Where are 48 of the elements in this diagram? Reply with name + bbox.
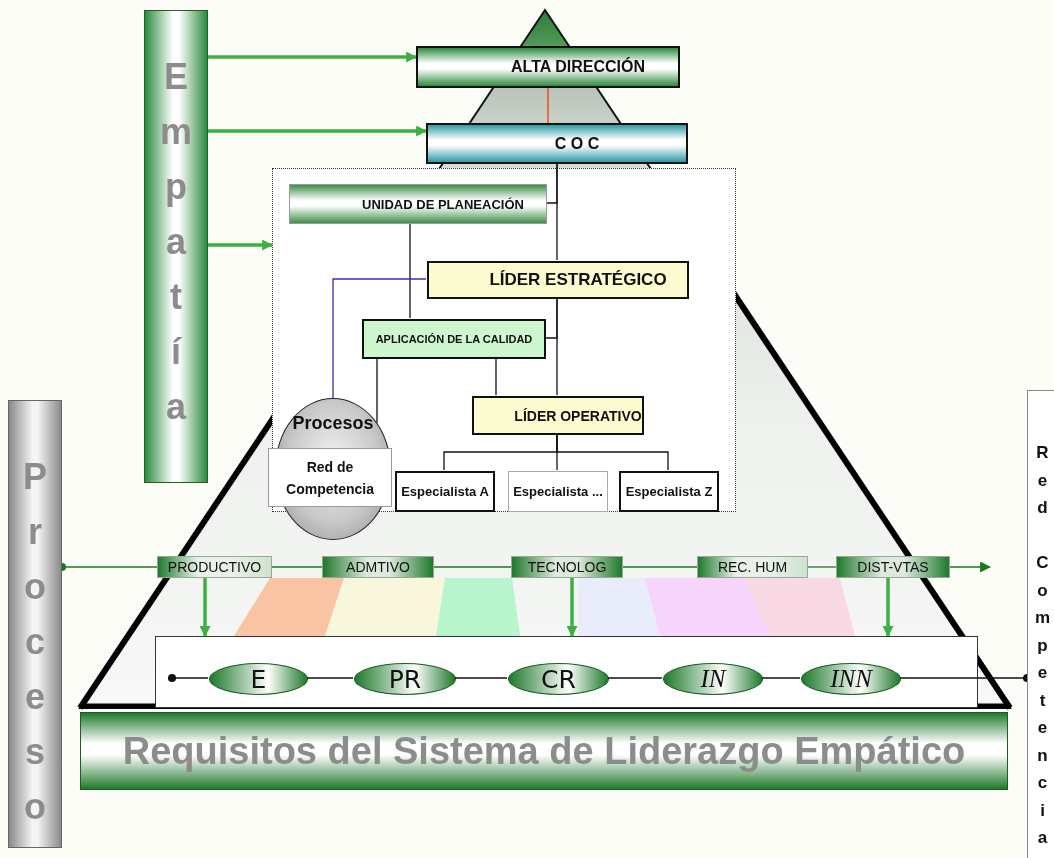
connector-line: [306, 677, 354, 679]
vertical-bar: Proceso: [8, 400, 62, 848]
stage-oval: PR: [354, 663, 456, 695]
panel: [272, 168, 736, 512]
leader-box: LÍDER OPERATIVO: [472, 396, 644, 435]
process-tag: REC. HUM: [697, 556, 808, 578]
arrow: [199, 578, 211, 638]
process-tag: TECNOLOG: [511, 556, 623, 578]
specialist-box: Especialista ...: [508, 471, 608, 512]
unit-box: UNIDAD DE PLANEACIÓN: [289, 184, 547, 224]
specialist-box: Especialista Z: [619, 471, 719, 512]
process-tag: ADMTIVO: [322, 556, 434, 578]
connector-line: [167, 673, 209, 683]
connector-line: [495, 357, 497, 396]
title-box: ALTA DIRECCIÓN: [416, 46, 680, 88]
stage-oval: INN: [801, 663, 901, 695]
arrow: [882, 578, 894, 638]
connector-line: [556, 297, 558, 396]
leader-box: LÍDER ESTRATÉGICO: [427, 261, 689, 299]
connector-line: [376, 357, 378, 424]
connector-line: [271, 566, 323, 568]
connector-line: [454, 677, 508, 679]
arrow: [208, 51, 418, 63]
connector-line: [433, 566, 512, 568]
connector-line: [332, 278, 427, 399]
arrow: [208, 239, 274, 251]
connector-line: [409, 222, 411, 319]
connector-line: [607, 677, 663, 679]
title-box: C O C: [426, 123, 688, 164]
connector-line: [547, 87, 549, 124]
connector-line: [556, 163, 558, 261]
process-tag: DIST-VTAS: [836, 556, 950, 578]
base-bar: Requisitos del Sistema de Liderazgo Empático: [80, 712, 1008, 790]
connector-line: [556, 433, 669, 471]
connector-line: [761, 677, 801, 679]
stage-oval: IN: [663, 663, 763, 695]
connector-line: [807, 566, 837, 568]
vertical-bar: Empatía: [144, 10, 208, 483]
quality-box: APLICACIÓN DE LA CALIDAD: [362, 319, 546, 359]
arrow: [566, 578, 578, 638]
process-panel: [155, 636, 978, 708]
side-panel: Red Competencia: [1027, 390, 1054, 858]
specialist-box: Especialista A: [395, 471, 495, 512]
stage-oval: CR: [508, 663, 609, 695]
arrow: [949, 561, 992, 573]
stage-oval: E: [209, 663, 308, 695]
arrow: [208, 125, 428, 137]
connector-line: [622, 566, 698, 568]
